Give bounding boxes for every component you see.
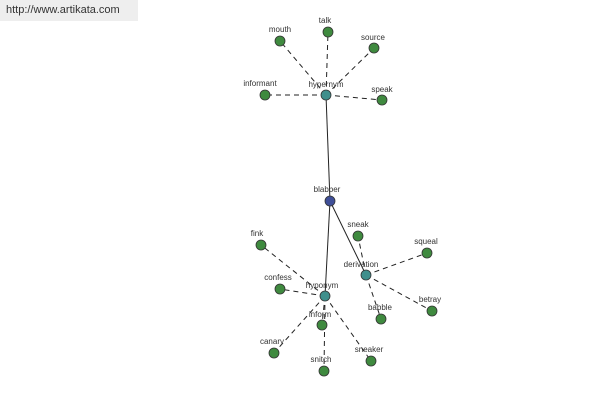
node-talk[interactable] — [322, 26, 334, 38]
node-mouth[interactable] — [274, 35, 286, 47]
edge-hypernym-mouth — [279, 40, 327, 96]
node-inform[interactable] — [316, 319, 328, 331]
node-source[interactable] — [368, 42, 380, 54]
label-inform: inform — [309, 310, 332, 319]
node-squeal[interactable] — [421, 247, 433, 259]
edge-blabber-hypernym — [325, 94, 331, 202]
edge-hyponym-snitch — [323, 295, 326, 372]
label-talk: talk — [319, 16, 332, 25]
label-derivation: derivation — [344, 260, 379, 269]
edge-derivation-sneak — [357, 235, 367, 276]
label-informant: informant — [243, 79, 277, 88]
edge-hypernym-source — [325, 47, 375, 96]
node-betray[interactable] — [426, 305, 438, 317]
label-babble: babble — [368, 303, 393, 312]
label-source: source — [361, 33, 386, 42]
label-snitch: snitch — [311, 355, 332, 364]
node-confess[interactable] — [274, 283, 286, 295]
node-hyponym[interactable] — [319, 290, 331, 302]
label-hypernym: hypernym — [308, 80, 343, 89]
node-babble[interactable] — [375, 313, 387, 325]
node-canary[interactable] — [268, 347, 280, 359]
node-snitch[interactable] — [318, 365, 330, 377]
source-url-banner: http://www.artikata.com — [0, 0, 138, 21]
edge-derivation-squeal — [365, 252, 428, 276]
node-derivation[interactable] — [360, 269, 372, 281]
node-blabber[interactable] — [324, 195, 336, 207]
node-sneak[interactable] — [352, 230, 364, 242]
label-sneaker: sneaker — [355, 345, 384, 354]
node-speak[interactable] — [376, 94, 388, 106]
node-sneaker[interactable] — [365, 355, 377, 367]
nodes — [255, 26, 438, 377]
label-hyponym: hyponym — [306, 281, 339, 290]
label-speak: speak — [371, 85, 393, 94]
labels: blabber hypernym hyponym derivation mouth tal… — [243, 16, 441, 364]
label-squeal: squeal — [414, 237, 438, 246]
edge-derivation-betray — [365, 274, 433, 312]
edge-hyponym-sneaker — [324, 295, 372, 362]
edge-hypernym-speak — [325, 94, 383, 101]
label-betray: betray — [419, 295, 441, 304]
edge-blabber-hyponym — [324, 200, 331, 297]
edge-blabber-derivation — [329, 200, 367, 276]
edge-hyponym-canary — [273, 295, 326, 354]
label-blabber: blabber — [314, 185, 341, 194]
node-fink[interactable] — [255, 239, 267, 251]
edges — [260, 31, 433, 372]
edge-hyponym-confess — [279, 288, 326, 297]
edge-derivation-babble — [365, 274, 382, 320]
label-canary: canary — [260, 337, 284, 346]
label-confess: confess — [264, 273, 292, 282]
node-informant[interactable] — [259, 89, 271, 101]
node-hypernym[interactable] — [320, 89, 332, 101]
label-sneak: sneak — [347, 220, 369, 229]
edge-hypernym-talk — [325, 31, 329, 96]
edge-hyponym-fink — [260, 244, 326, 297]
label-mouth: mouth — [269, 25, 291, 34]
label-fink: fink — [251, 229, 264, 238]
